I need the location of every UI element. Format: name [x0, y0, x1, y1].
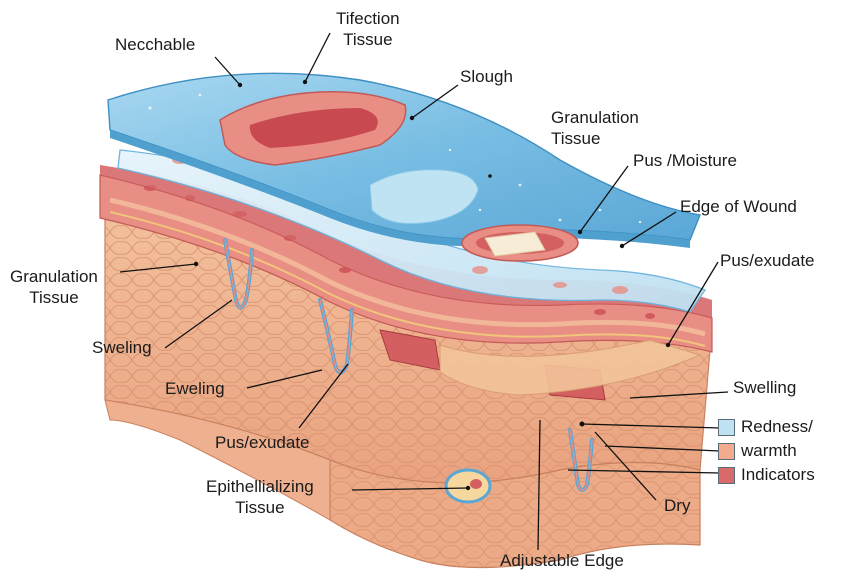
legend-item-redness: Redness/ — [718, 416, 813, 438]
legend-item-indicators: Indicators — [718, 464, 815, 486]
label-pus-exudate-right: Pus/exudate — [720, 250, 815, 271]
label-swelling: Swelling — [733, 377, 796, 398]
label-necchable: Necchable — [115, 34, 195, 55]
label-dry: Dry — [664, 495, 690, 516]
label-pus-exudate-bottom: Pus/exudate — [215, 432, 310, 453]
label-pus-moisture: Pus /Moisture — [633, 150, 737, 171]
label-slough: Slough — [460, 66, 513, 87]
label-sweling: Sweling — [92, 337, 152, 358]
legend-swatch-indicators — [718, 467, 735, 484]
legend-label-redness: Redness/ — [741, 417, 813, 437]
label-granulation-tissue-left: Granulation Tissue — [10, 266, 98, 308]
legend-swatch-redness — [718, 419, 735, 436]
label-edge-of-wound: Edge of Wound — [680, 196, 797, 217]
legend-label-indicators: Indicators — [741, 465, 815, 485]
legend-label-warmth: warmth — [741, 441, 797, 461]
label-epithellializing-tissue: Epithellializing Tissue — [206, 476, 314, 518]
label-tifection-tissue: Tifection Tissue — [336, 8, 400, 50]
label-eweling: Eweling — [165, 378, 225, 399]
label-adjustable-edge: Adjustable Edge — [500, 550, 624, 571]
legend-swatch-warmth — [718, 443, 735, 460]
legend-item-warmth: warmth — [718, 440, 797, 462]
label-granulation-tissue-top: Granulation Tissue — [551, 107, 639, 149]
